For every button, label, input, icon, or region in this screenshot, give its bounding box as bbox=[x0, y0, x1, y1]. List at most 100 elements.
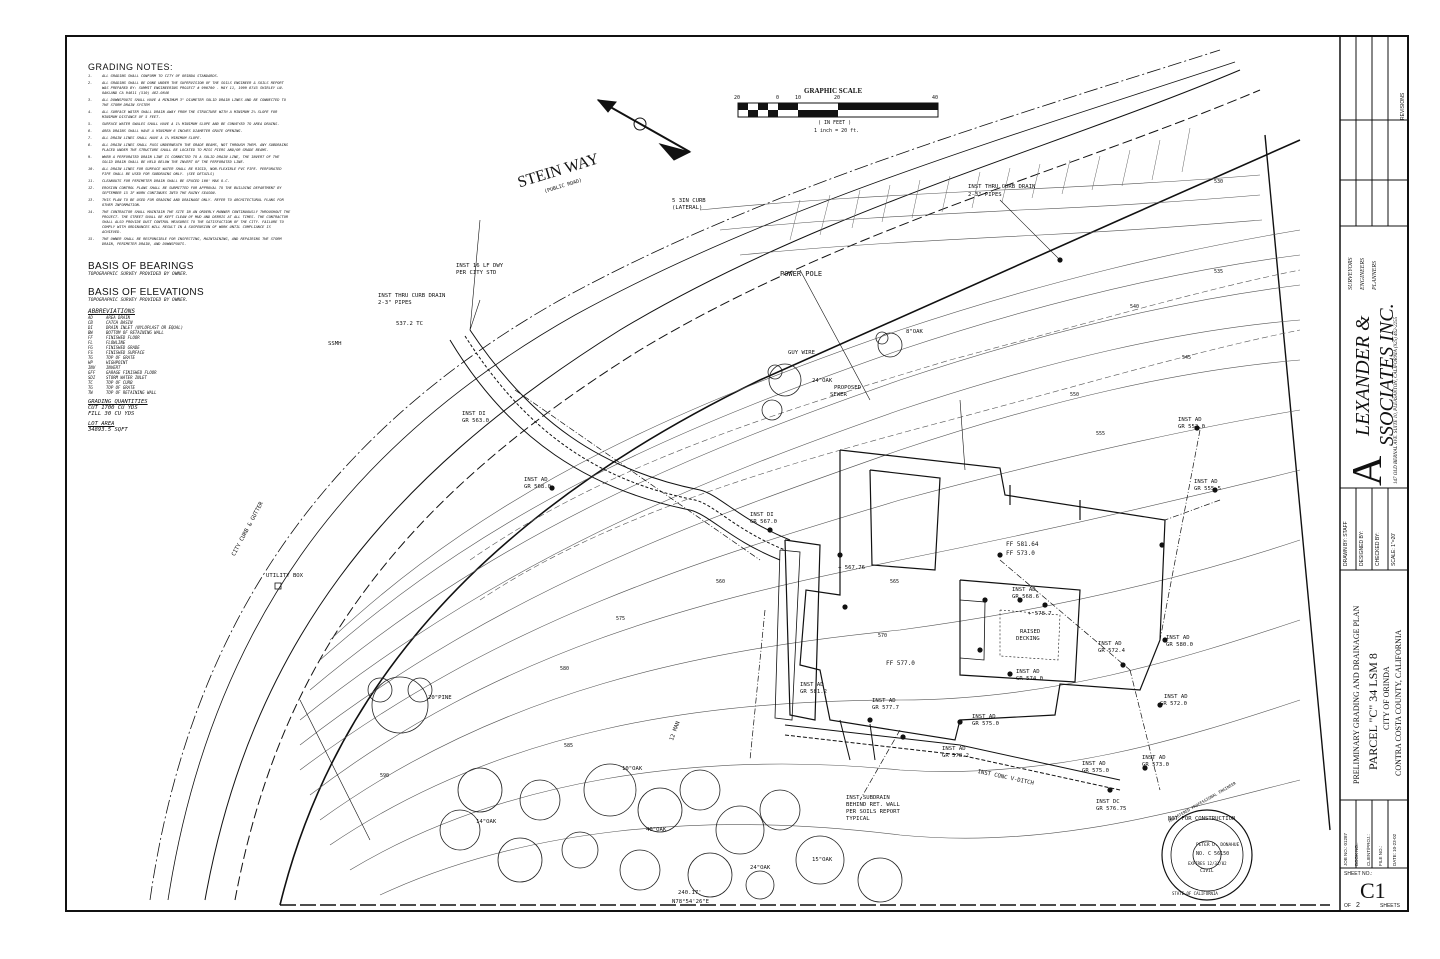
label-oak-15: 15"OAK bbox=[812, 857, 833, 863]
quantities-fill: FILL 30 CU YDS bbox=[88, 411, 135, 417]
label-ff-577: FF 577.0 bbox=[886, 660, 915, 667]
contour-label: 560 bbox=[716, 579, 726, 585]
abbreviation-meaning: FINISHED FLOOR bbox=[106, 335, 140, 340]
grading-note-number: 5. bbox=[88, 122, 93, 126]
label-inst-driveway: INST 16 LF DWY bbox=[456, 263, 504, 269]
label-inst-ad-577: INST AD bbox=[872, 698, 896, 704]
abbreviation-code: TG bbox=[88, 385, 93, 390]
label-gr-568: GR 568.6 bbox=[1012, 594, 1039, 600]
contour-label: 585 bbox=[564, 743, 574, 749]
scale-unit: ( IN FEET ) bbox=[818, 120, 852, 126]
grading-note-text: ALL GRADING SHALL CONFORM TO CITY OF ORI… bbox=[102, 74, 219, 78]
grading-note: 1.ALL GRADING SHALL CONFORM TO CITY OF O… bbox=[88, 74, 318, 79]
lot-area-title: LOT AREA bbox=[88, 421, 115, 427]
label-curb-lateral: 5 3IN CURB bbox=[672, 198, 706, 204]
basis-elevations-title: BASIS OF ELEVATIONS bbox=[88, 287, 204, 298]
label-oak-8: 8"OAK bbox=[906, 329, 923, 335]
basis-bearings-text: TOPOGRAPHIC SURVEY PROVIDED BY OWNER. bbox=[88, 272, 189, 277]
label-ff-1: FF 581.64 bbox=[1006, 541, 1039, 548]
seal-civil: CIVIL bbox=[1200, 869, 1214, 874]
grading-note-number: 10. bbox=[88, 167, 95, 171]
seal-name: PETER D. DONAHUE bbox=[1196, 843, 1240, 848]
label-inst-di-1: INST DI bbox=[462, 411, 486, 417]
title-block-lines bbox=[1340, 36, 1408, 869]
field-scale: SCALE: 1"=20' bbox=[1391, 532, 1397, 566]
label-inst-ad-1: INST AD bbox=[524, 477, 548, 483]
label-gr-573: GR 573.0 bbox=[1142, 762, 1169, 768]
contour-label: 570 bbox=[878, 633, 888, 639]
sheet-number: C1 bbox=[1360, 878, 1386, 903]
grading-note-number: 13. bbox=[88, 198, 95, 202]
field-checked-by: CHECKED BY: bbox=[1375, 532, 1381, 566]
grading-note-number: 9. bbox=[88, 155, 93, 159]
grading-note: 10.ALL DRAIN LINES FOR SURFACE WATER SHA… bbox=[88, 167, 318, 177]
label-inst-ad-575b: INST AD bbox=[1082, 761, 1106, 767]
contour-label: 565 bbox=[890, 579, 900, 585]
job-no: JOB NO.: 01287 bbox=[1343, 832, 1348, 866]
grading-note: 6.AREA DRAINS SHALL HAVE A MINIMUM 6 INC… bbox=[88, 129, 318, 134]
abbreviation-code: DI bbox=[88, 325, 93, 330]
label-curb-drain-2: INST THRU CURB DRAIN bbox=[968, 184, 1036, 190]
grading-note-number: 12. bbox=[88, 186, 95, 190]
label-gr-575b: GR 575.0 bbox=[1082, 768, 1109, 774]
grading-note: 3.ALL DOWNSPOUTS SHALL HAVE A MINIMUM 3"… bbox=[88, 98, 318, 108]
project-title: PRELIMINARY GRADING AND DRAINAGE PLAN bbox=[1352, 605, 1361, 784]
label-gr-dc: GR 576.75 bbox=[1096, 806, 1127, 812]
area-drain-points bbox=[549, 257, 1218, 793]
grading-notes: GRADING NOTES: 1.ALL GRADING SHALL CONFO… bbox=[88, 62, 318, 433]
label-gr-ad-1: GR 568.0 bbox=[524, 484, 551, 490]
abbreviation-meaning: BOTTOM OF RETAINING WALL bbox=[106, 330, 164, 335]
label-gr-575: GR 575.0 bbox=[972, 721, 999, 727]
grading-note-number: 14. bbox=[88, 210, 95, 214]
label-inst-ad-568: INST AD bbox=[1012, 587, 1036, 593]
grading-note: 7.ALL DRAIN LINES SHALL HAVE A 1% MINIMU… bbox=[88, 136, 318, 141]
label-guy-wire: GUY WIRE bbox=[788, 350, 815, 356]
grading-note: 12.EROSION CONTROL PLANS SHALL BE SUBMIT… bbox=[88, 186, 318, 196]
utility-box-symbol bbox=[274, 582, 282, 590]
label-gr-580: GR 580.0 bbox=[1166, 642, 1193, 648]
abbreviation-meaning: TOP OF GRATE bbox=[106, 355, 135, 360]
city: CITY OF ORINDA bbox=[1382, 666, 1391, 730]
abbreviation-meaning: INVERT bbox=[106, 365, 121, 370]
parcel: PARCEL "C" 34 LSM 8 bbox=[1366, 653, 1380, 770]
grading-note: 8.ALL DRAIN LINES SHALL PASS UNDERNEATH … bbox=[88, 143, 318, 153]
scale-tick-3: 20 bbox=[834, 95, 841, 101]
label-gr-577: GR 577.7 bbox=[872, 705, 899, 711]
basis-of-bearings: BASIS OF BEARINGS TOPOGRAPHIC SURVEY PRO… bbox=[88, 261, 318, 277]
grading-note-number: 2. bbox=[88, 81, 93, 85]
label-gr-di-2: GR 567.0 bbox=[750, 519, 777, 525]
label-inst-di-2: INST DI bbox=[750, 512, 774, 518]
grading-note-number: 4. bbox=[88, 110, 93, 114]
sheet-of-count: 2 bbox=[1356, 902, 1360, 909]
scale-tick-1: 0 bbox=[776, 95, 780, 101]
grading-note-number: 3. bbox=[88, 98, 93, 102]
contour-label: 545 bbox=[1182, 355, 1192, 361]
label-raised: RAISED bbox=[1020, 629, 1041, 635]
lot-area-value: 34893.5 SQFT bbox=[88, 427, 128, 433]
label-elev-567: + 567.76 bbox=[838, 565, 865, 571]
abbreviation-code: TC bbox=[88, 380, 93, 385]
abbreviations-title: ABBREVIATIONS bbox=[88, 308, 135, 315]
abbreviation-code: FF bbox=[88, 335, 93, 340]
label-curb-lateral-b: (LATERAL) bbox=[672, 205, 703, 211]
abbreviation-code: FS bbox=[88, 350, 93, 355]
file-no: FILE NO.: bbox=[1378, 845, 1383, 866]
contour-label: 535 bbox=[1214, 269, 1224, 275]
label-proposed-sewer: PROPOSED bbox=[834, 385, 861, 391]
grading-note: 9.WHEN A PERFORATED DRAIN LINE IS CONNEC… bbox=[88, 155, 318, 165]
contour-lines bbox=[299, 174, 1301, 896]
label-utility-box: UTILITY BOX bbox=[266, 573, 304, 579]
label-inst-ad-581: INST AD bbox=[800, 682, 824, 688]
seal-expires: EXPIRES 12/31/02 bbox=[1188, 861, 1227, 866]
abbreviation-meaning: TOP OF RETAINING WALL bbox=[106, 390, 157, 395]
seal-state: STATE OF CALIFORNIA bbox=[1172, 891, 1218, 896]
grading-note: 14.THE CONTRACTOR SHALL MAINTAIN THE SIT… bbox=[88, 210, 318, 235]
abbreviation-meaning: DRAIN INLET (NYLOPLAST OR EQUAL) bbox=[106, 325, 184, 330]
quantities-title: GRADING QUANTITIES bbox=[88, 399, 148, 405]
company-line1: LEXANDER & bbox=[1352, 315, 1374, 436]
seal-number: NO. C 56150 bbox=[1196, 851, 1230, 857]
scale-tick-4: 40 bbox=[932, 95, 939, 101]
